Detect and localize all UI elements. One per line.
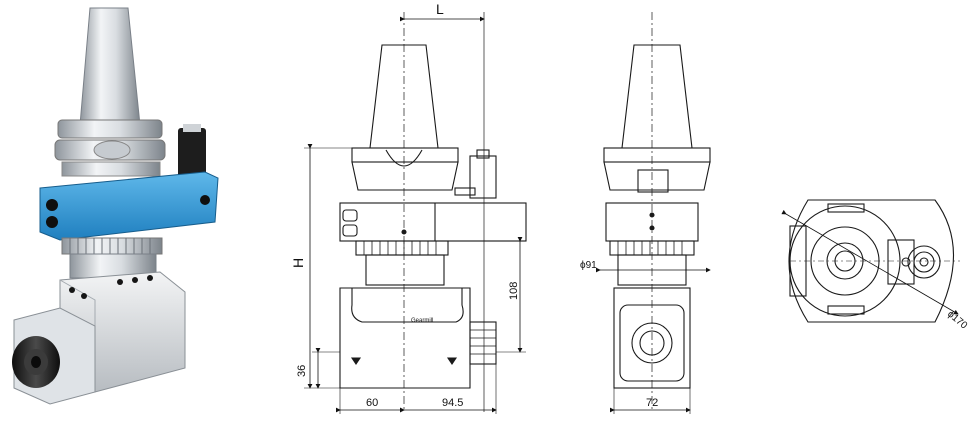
front-view-drawing xyxy=(339,12,527,412)
dimension-72: 72 xyxy=(610,388,691,414)
svg-text:L: L xyxy=(436,1,444,17)
dimension-H: H xyxy=(290,144,352,389)
product-photo xyxy=(12,7,219,405)
dimension-60-94.5: 60 94.5 xyxy=(336,364,497,414)
brand-label: Gearmill xyxy=(411,318,433,324)
dimension-108: 108 xyxy=(448,237,526,353)
svg-text:94.5: 94.5 xyxy=(442,397,463,409)
svg-text:60: 60 xyxy=(366,397,378,409)
svg-text:H: H xyxy=(290,258,306,268)
svg-text:36: 36 xyxy=(296,365,308,377)
svg-text:ϕ91: ϕ91 xyxy=(580,260,597,271)
dimension-L: L xyxy=(400,1,485,22)
svg-text:ϕ170: ϕ170 xyxy=(945,309,969,332)
svg-text:72: 72 xyxy=(646,397,658,409)
plan-view-drawing xyxy=(788,199,960,323)
dimension-d91: ϕ91 xyxy=(580,260,711,273)
side-view-drawing xyxy=(603,12,711,412)
dimension-36: 36 xyxy=(296,348,340,389)
svg-text:108: 108 xyxy=(508,282,520,300)
